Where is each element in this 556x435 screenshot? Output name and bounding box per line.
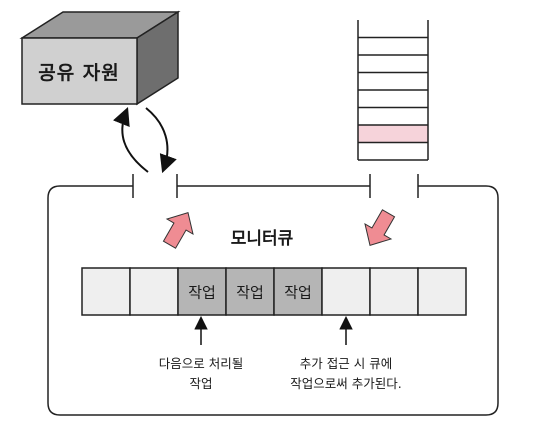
queue-cell-label: 작업 <box>236 284 264 302</box>
stack-slot <box>358 72 428 90</box>
queue-cell-label: 작업 <box>284 284 312 302</box>
stack-slot <box>358 142 428 160</box>
pink-arrow-in-shape <box>364 209 396 246</box>
stack-slot <box>358 125 428 143</box>
monitor-boundary <box>47 174 499 416</box>
stack-slot <box>358 37 428 55</box>
exit-arrow-up <box>112 106 149 173</box>
pink-arrow-out <box>162 212 194 249</box>
queue-cell <box>321 267 371 316</box>
next-task-note-line1: 다음으로 처리될 <box>159 356 243 371</box>
queue-cell <box>369 267 419 316</box>
cube-front-face <box>21 37 138 105</box>
queue-cell-label: 작업 <box>188 284 216 302</box>
shared-resource-label: 공유 자원 <box>38 62 120 84</box>
resource-access-arrows <box>112 106 177 174</box>
shared-resource-cube: 공유 자원 <box>19 10 181 106</box>
waiting-stack <box>357 20 429 161</box>
queue-cell <box>81 267 131 316</box>
stack-slot <box>358 107 428 125</box>
stack-slot <box>358 90 428 108</box>
pink-arrow-out-shape <box>162 212 194 249</box>
pink-arrow-in <box>364 209 396 246</box>
queue-cell <box>417 267 467 316</box>
stack-slot <box>358 20 428 38</box>
next-task-note-line2: 작업 <box>189 376 212 391</box>
task-queue: 작업 작업 작업 <box>81 267 467 316</box>
enter-arrow-down <box>145 107 177 174</box>
queue-cell <box>129 267 179 316</box>
stack-slot <box>358 55 428 73</box>
monitor-outline <box>47 185 499 416</box>
added-task-note-line2: 작업으로써 추가된다. <box>290 376 401 391</box>
added-task-note-line1: 추가 접근 시 큐에 <box>300 356 392 371</box>
monitor-queue-title: 모니터큐 <box>231 229 294 249</box>
queue-cell <box>177 267 227 316</box>
